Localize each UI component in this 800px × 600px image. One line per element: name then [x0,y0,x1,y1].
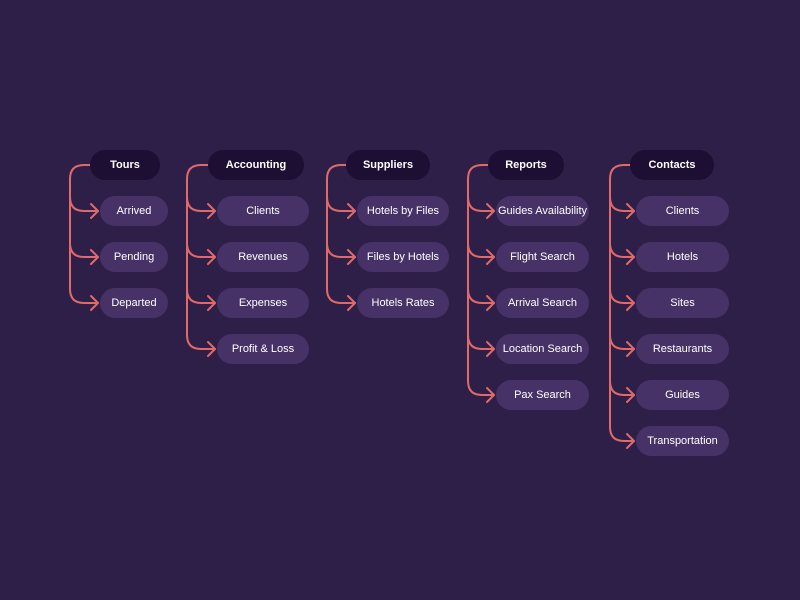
column-reports: Reports Guides Availability Flight Searc… [0,0,589,600]
connector-branch [186,178,216,304]
menu-item-transportation[interactable]: Transportation [636,426,729,456]
menu-item-expenses[interactable]: Expenses [217,288,309,318]
menu-item-clients[interactable]: Clients [217,196,309,226]
arrow-right-icon [207,203,216,219]
menu-item-pending[interactable]: Pending [100,242,168,272]
connector-branch [186,178,216,258]
connector-branch [609,178,635,212]
connector-branch [609,178,635,258]
arrow-right-icon [626,249,635,265]
menu-item-clients[interactable]: Clients [636,196,729,226]
column-suppliers: Suppliers Hotels by Files Files by Hotel… [0,0,449,600]
arrow-right-icon [626,295,635,311]
arrow-right-icon [486,203,495,219]
connector-hook [326,164,349,180]
category-accounting[interactable]: Accounting [208,150,304,180]
connector-branch-last [326,178,356,304]
arrow-right-icon [626,341,635,357]
category-suppliers[interactable]: Suppliers [346,150,430,180]
arrow-right-icon [347,295,356,311]
connector-branch [467,178,495,212]
menu-item-hotels[interactable]: Hotels [636,242,729,272]
connector-branch [326,178,356,212]
connector-branch [609,178,635,350]
column-contacts: Contacts Clients Hotels Sites Restaurant… [0,0,729,600]
column-tours: Tours Arrived Pending Departed [0,0,168,600]
menu-item-files-by-hotels[interactable]: Files by Hotels [357,242,449,272]
menu-item-flight-search[interactable]: Flight Search [496,242,589,272]
menu-item-restaurants[interactable]: Restaurants [636,334,729,364]
arrow-right-icon [207,249,216,265]
arrow-right-icon [486,387,495,403]
menu-item-guides-availability[interactable]: Guides Availability [496,196,589,226]
column-accounting: Accounting Clients Revenues Expenses Pro… [0,0,309,600]
arrow-right-icon [207,341,216,357]
connector-branch [609,178,635,304]
arrow-right-icon [626,433,635,449]
menu-item-location-search[interactable]: Location Search [496,334,589,364]
connector-branch [326,178,356,258]
connector-branch-last [609,178,635,442]
connector-hook [186,164,211,180]
arrow-right-icon [207,295,216,311]
menu-item-hotels-rates[interactable]: Hotels Rates [357,288,449,318]
connector-branch [467,178,495,258]
category-reports[interactable]: Reports [488,150,564,180]
category-tours[interactable]: Tours [90,150,160,180]
menu-item-revenues[interactable]: Revenues [217,242,309,272]
connector-branch [467,178,495,350]
connector-branch-last [467,178,495,396]
arrow-right-icon [486,295,495,311]
menu-item-pax-search[interactable]: Pax Search [496,380,589,410]
connector-hook [467,164,491,180]
arrow-right-icon [626,387,635,403]
connector-branch-last [186,178,216,350]
category-contacts[interactable]: Contacts [630,150,714,180]
menu-item-arrival-search[interactable]: Arrival Search [496,288,589,318]
menu-item-sites[interactable]: Sites [636,288,729,318]
arrow-right-icon [347,203,356,219]
arrow-right-icon [347,249,356,265]
arrow-right-icon [486,249,495,265]
menu-item-hotels-by-files[interactable]: Hotels by Files [357,196,449,226]
arrow-right-icon [626,203,635,219]
connector-branch [467,178,495,304]
menu-item-profit-and-loss[interactable]: Profit & Loss [217,334,309,364]
arrow-right-icon [486,341,495,357]
menu-item-departed[interactable]: Departed [100,288,168,318]
connector-branch [186,178,216,212]
connector-branch [609,178,635,396]
menu-item-arrived[interactable]: Arrived [100,196,168,226]
menu-item-guides[interactable]: Guides [636,380,729,410]
connector-hook [609,164,633,180]
